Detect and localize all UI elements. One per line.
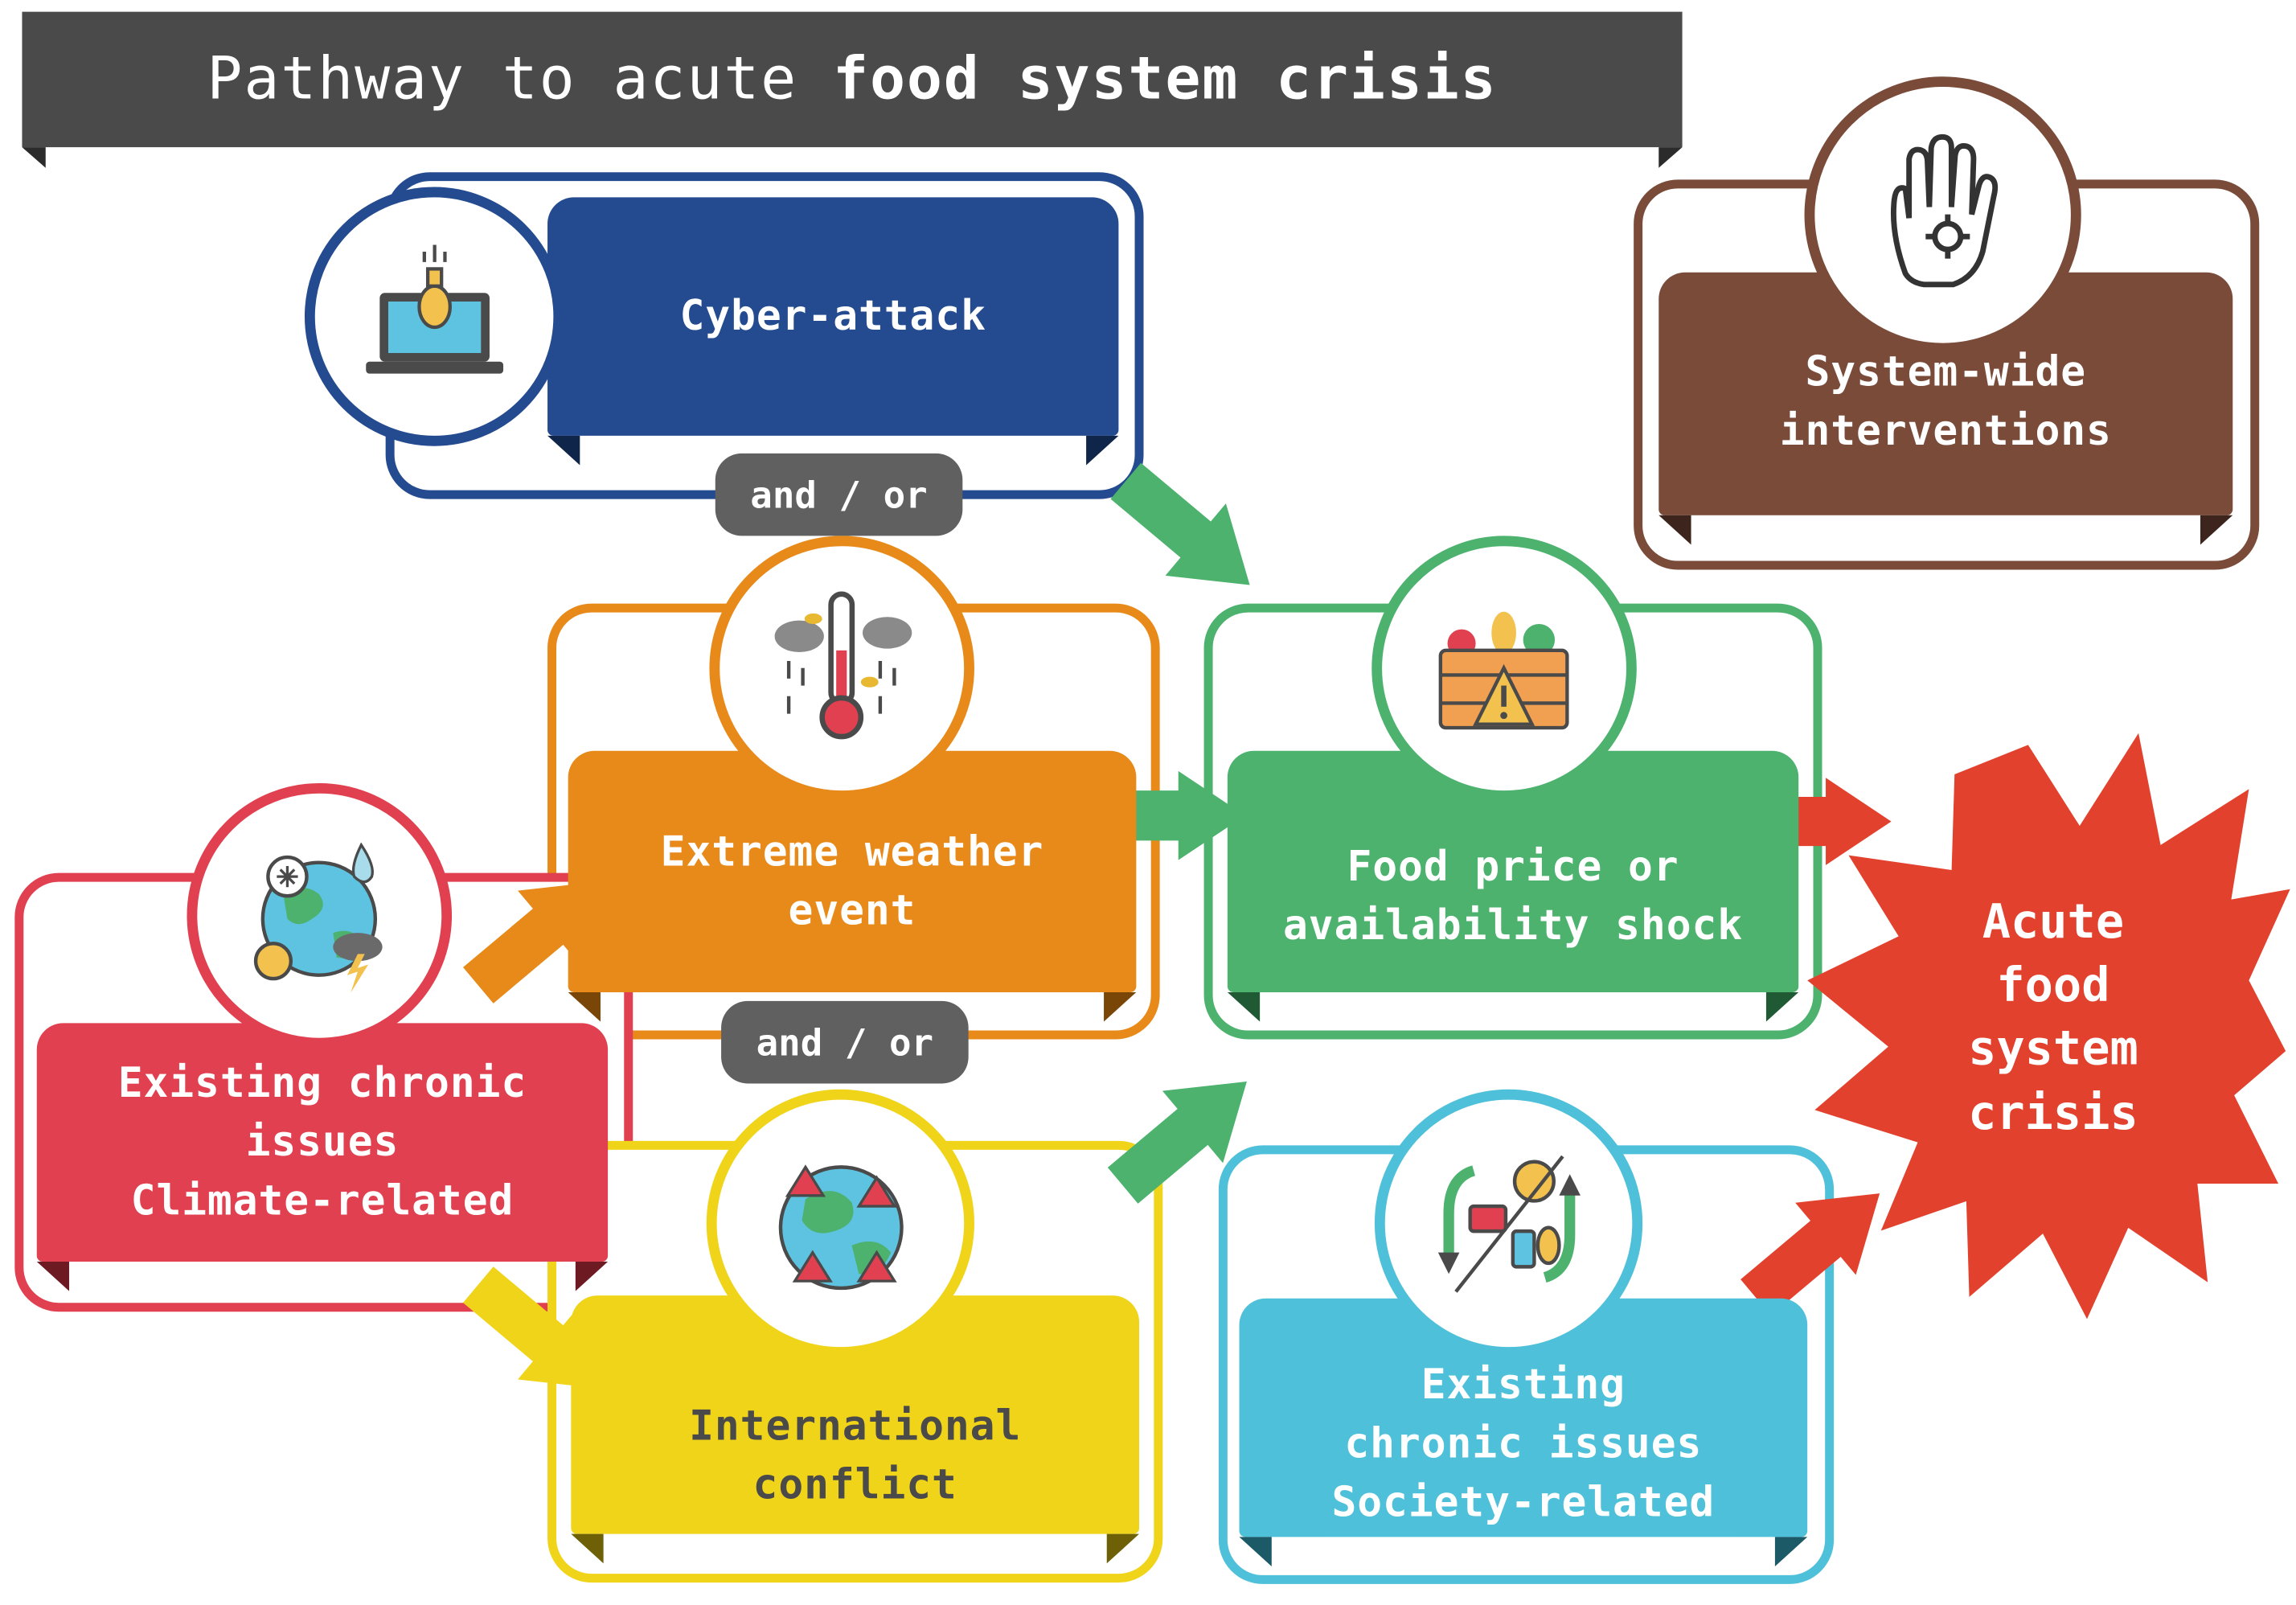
arrow-conflict-to-food-price (1093, 1045, 1277, 1221)
system-interventions-label: System-wide interventions (1779, 347, 2112, 454)
arrow-society-to-crisis (1725, 1157, 1910, 1333)
title-fold-left (22, 147, 46, 168)
thermometer-storm-icon (709, 536, 974, 801)
chronic-society-fold-right (1774, 1537, 1808, 1566)
international-conflict-label: International conflict (689, 1402, 1022, 1509)
title-regular: Pathway to acute (207, 45, 798, 113)
acute-crisis-label: Acute food system crisis (1968, 893, 2138, 1141)
international-conflict-fold-left (571, 1533, 604, 1564)
page-title: Pathway to acute food system crisis (22, 11, 1683, 148)
and-or-label-bottom: and / or (756, 1020, 934, 1064)
chronic-society-label: Existing chronic issues Society-related (1331, 1361, 1716, 1527)
system-interventions-fold-left (1658, 515, 1691, 545)
cyber-attack-label: Cyber-attack (679, 291, 986, 341)
extreme-weather-banner: Extreme weather event (568, 750, 1137, 992)
arrow-cyber-to-food-price (1096, 445, 1281, 621)
and-or-connector-top: and / or (715, 453, 963, 536)
international-conflict-fold-right (1106, 1533, 1140, 1564)
arrow-climate-to-conflict (448, 1249, 633, 1425)
globe-warning-icon (706, 1089, 974, 1357)
chronic-climate-label: Existing chronic issues Climate-related (117, 1059, 527, 1225)
system-interventions-fold-right (2200, 515, 2233, 545)
chronic-climate-fold-right (575, 1261, 609, 1291)
cyber-attack-fold-right (1086, 435, 1119, 466)
chronic-society-banner: Existing chronic issues Society-related (1239, 1298, 1808, 1537)
globe-weather-icon (187, 782, 453, 1049)
chronic-climate-fold-left (36, 1261, 70, 1291)
title-bold: food system crisis (833, 45, 1498, 113)
cyber-attack-fold-left (547, 435, 580, 466)
food-crate-warning-icon (1371, 536, 1637, 801)
food-price-fold-right (1765, 991, 1799, 1022)
food-price-label: Food price or availability shock (1283, 842, 1744, 950)
acute-crisis-burst (1807, 733, 2290, 1320)
hand-gear-icon (1804, 76, 2081, 354)
extreme-weather-label: Extreme weather event (660, 827, 1044, 935)
and-or-connector-bottom: and / or (721, 1000, 969, 1084)
chronic-climate-banner: Existing chronic issues Climate-related (36, 1023, 609, 1262)
title-fold-right (1658, 147, 1683, 168)
money-cycle-icon (1374, 1089, 1643, 1357)
international-conflict-banner: International conflict (571, 1295, 1140, 1534)
cyber-attack-banner: Cyber-attack (547, 197, 1119, 436)
chronic-society-fold-left (1239, 1537, 1272, 1566)
extreme-weather-fold-right (1104, 991, 1137, 1022)
extreme-weather-fold-left (568, 991, 601, 1022)
food-price-fold-left (1227, 991, 1261, 1022)
laptop-bomb-icon (304, 187, 564, 446)
arrow-climate-to-weather (448, 845, 633, 1021)
and-or-label-top: and / or (750, 473, 928, 516)
